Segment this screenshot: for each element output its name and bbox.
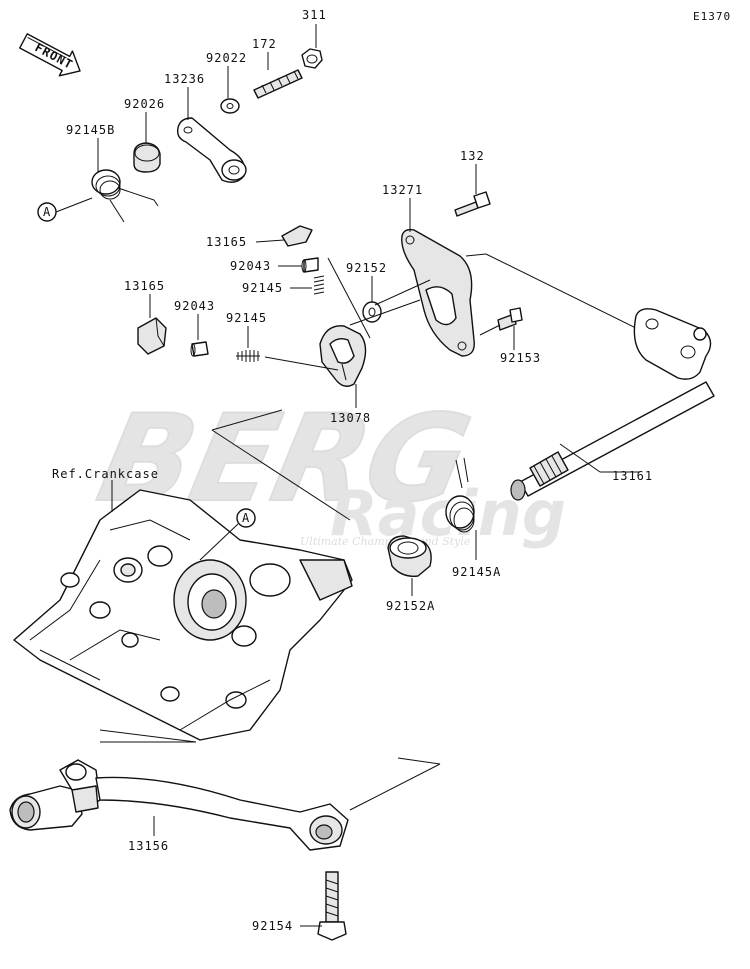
shift-shaft-13161 (510, 308, 715, 501)
crankcase (13, 489, 353, 741)
label-13165-left: 13165 (124, 279, 165, 293)
label-13156: 13156 (128, 839, 169, 853)
label-172: 172 (252, 37, 277, 51)
pin-92043-top (301, 257, 319, 273)
washer-92022 (220, 98, 240, 114)
label-92152: 92152 (346, 261, 387, 275)
label-13078: 13078 (330, 411, 371, 425)
bushing-92152a (387, 535, 432, 577)
collar-92026 (133, 142, 161, 173)
pawl-13165-left (137, 317, 167, 355)
ref-crankcase-label: Ref.Crankcase (52, 467, 159, 481)
pin-92043-left (190, 341, 209, 357)
label-92026: 92026 (124, 97, 165, 111)
cam-13078 (319, 325, 367, 387)
nut-311 (301, 48, 323, 69)
bolt-132 (454, 191, 491, 217)
label-92043-top: 92043 (230, 259, 271, 273)
label-132: 132 (460, 149, 485, 163)
bolt-92154 (317, 871, 347, 941)
label-92022: 92022 (206, 51, 247, 65)
shift-lever-13156 (9, 759, 349, 851)
spring-92145b (91, 169, 159, 223)
label-13165-top: 13165 (206, 235, 247, 249)
callout-a-top: A (37, 197, 93, 222)
plate-13271 (401, 228, 475, 357)
label-92043-left: 92043 (174, 299, 215, 313)
bolt-92153 (497, 307, 523, 331)
front-arrow-icon (19, 33, 81, 77)
label-13236: 13236 (164, 72, 205, 86)
label-92153: 92153 (500, 351, 541, 365)
link-13236 (176, 117, 247, 183)
label-92145a: 92145A (452, 565, 501, 579)
callout-a-crankcase: A (199, 508, 256, 561)
svg-text:A: A (43, 205, 51, 219)
svg-text:A: A (242, 511, 250, 525)
label-92152a: 92152A (386, 599, 435, 613)
diagram-code: E1370 (693, 10, 731, 23)
watermark-tagline: Ultimate Champions and Style (300, 535, 471, 548)
label-311: 311 (302, 8, 327, 22)
label-92154: 92154 (252, 919, 293, 933)
spring-92145-left (236, 350, 260, 362)
label-92145b: 92145B (66, 123, 115, 137)
stud-172 (253, 69, 303, 99)
label-92145-left: 92145 (226, 311, 267, 325)
label-13161: 13161 (612, 469, 653, 483)
label-92145-top: 92145 (242, 281, 283, 295)
label-13271: 13271 (382, 183, 423, 197)
spring-92145-top (313, 275, 325, 295)
spring-92145a (445, 457, 475, 533)
pawl-13165-top (281, 225, 313, 247)
